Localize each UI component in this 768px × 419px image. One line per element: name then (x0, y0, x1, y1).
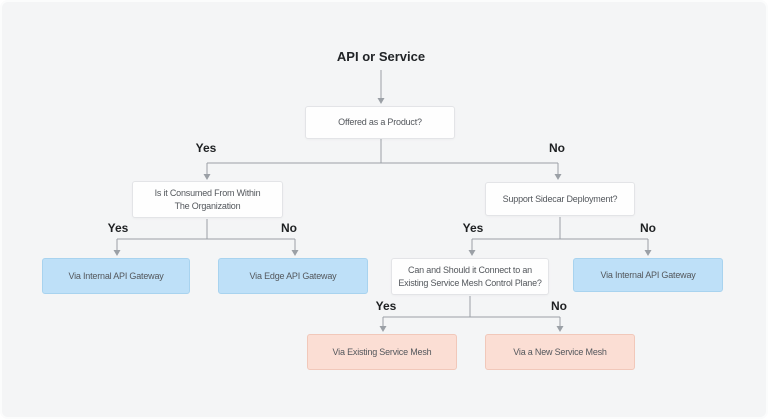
node-support-sidecar: Support Sidecar Deployment? (485, 182, 635, 216)
node-via-internal-api-gateway-left: Via Internal API Gateway (42, 258, 190, 294)
node-connect-service-mesh: Can and Should it Connect to an Existing… (391, 258, 549, 295)
arrowhead-icon (554, 174, 562, 180)
connector-arrowheads (113, 98, 652, 332)
arrowhead-icon (203, 174, 211, 180)
arrowhead-icon (379, 326, 387, 332)
arrowhead-icon (113, 250, 121, 256)
arrowhead-icon (644, 250, 652, 256)
node-via-existing-service-mesh: Via Existing Service Mesh (307, 334, 457, 370)
node-consumed-within-org: Is it Consumed From Within The Organizat… (132, 181, 283, 218)
node-offered-as-product: Offered as a Product? (305, 106, 455, 139)
edge-label-yes-sidecar: Yes (462, 221, 484, 235)
edge-label-yes-mesh: Yes (375, 299, 397, 313)
edge-label-no-sidecar: No (640, 221, 656, 235)
arrowhead-icon (291, 250, 299, 256)
connector-mesh-split (382, 296, 561, 326)
connector-offered-split (206, 139, 559, 174)
connector-sidecar-split (471, 217, 649, 250)
node-via-new-service-mesh: Via a New Service Mesh (485, 334, 635, 370)
edge-label-no-offered: No (549, 141, 565, 155)
edge-label-yes-consumed: Yes (107, 221, 129, 235)
diagram-title: API or Service (336, 49, 426, 64)
arrowhead-icon (556, 326, 564, 332)
edge-label-no-consumed: No (281, 221, 297, 235)
arrowhead-icon (377, 98, 385, 104)
edge-label-no-mesh: No (551, 299, 567, 313)
arrowhead-icon (468, 250, 476, 256)
edge-label-yes-offered: Yes (195, 141, 217, 155)
node-via-edge-api-gateway: Via Edge API Gateway (218, 258, 368, 294)
connector-consumed-split (116, 219, 296, 250)
connector-lines (116, 70, 649, 326)
node-via-internal-api-gateway-right: Via Internal API Gateway (573, 258, 723, 292)
